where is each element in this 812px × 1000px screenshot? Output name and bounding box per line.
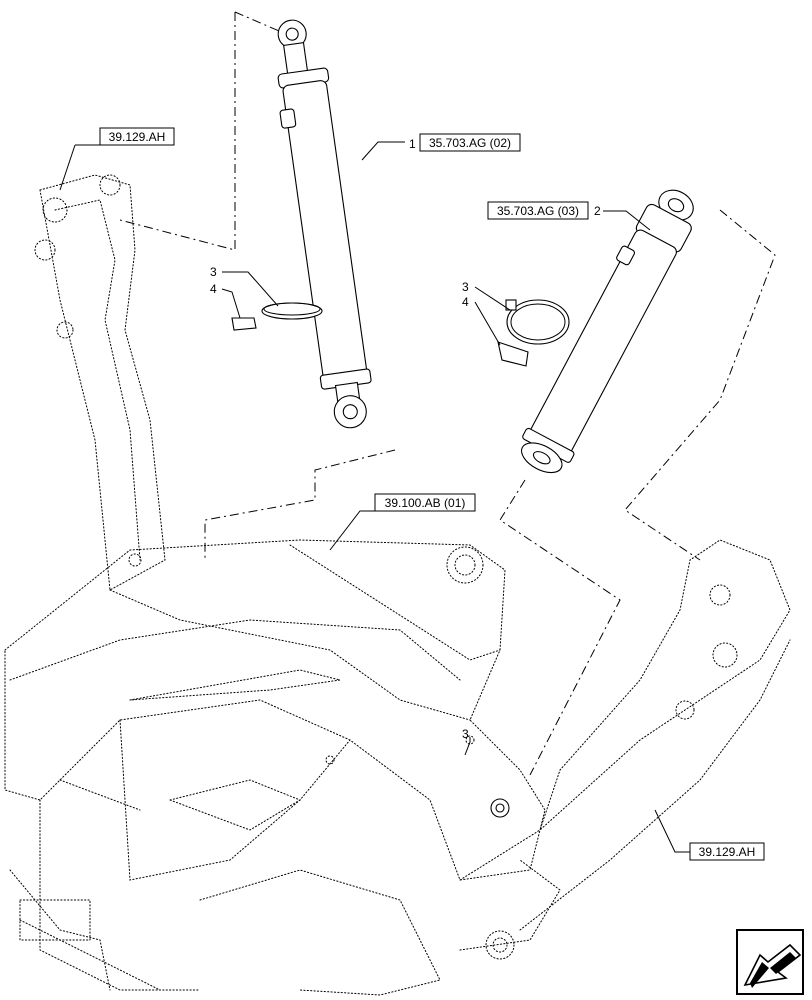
item-number-3-frame: 3 [462, 727, 469, 741]
svg-text:35.703.AG (02): 35.703.AG (02) [429, 136, 511, 150]
svg-text:39.129.AH: 39.129.AH [699, 845, 756, 859]
clip-left[interactable] [231, 317, 257, 331]
item-number-3-left: 3 [210, 265, 217, 279]
callout-39-129-ah-bottom[interactable]: 39.129.AH [689, 842, 765, 861]
clamp-ring-right[interactable] [505, 299, 570, 345]
svg-text:39.129.AH: 39.129.AH [109, 130, 166, 144]
item-number-2: 2 [594, 204, 601, 218]
alignment-lines [119, 11, 776, 776]
callout-39-129-ah-top[interactable]: 39.129.AH [99, 127, 175, 146]
item-number-1: 1 [409, 137, 416, 151]
item-number-4-left: 4 [210, 282, 217, 296]
boom-frame [4, 174, 791, 996]
hydraulic-cylinder-left[interactable] [267, 16, 377, 431]
callout-39-100-ab-01[interactable]: 39.100.AB (01) [374, 493, 476, 512]
hydraulic-cylinder-right[interactable] [511, 180, 706, 481]
svg-text:35.703.AG (03): 35.703.AG (03) [497, 204, 579, 218]
item-number-4-right: 4 [462, 295, 469, 309]
item-numbers: 1 2 3 4 3 4 3 [210, 137, 601, 741]
svg-text:39.100.AB (01): 39.100.AB (01) [385, 496, 466, 510]
arrow-icon[interactable] [736, 929, 804, 995]
clamp-ring-left[interactable] [261, 302, 323, 320]
leader-lines [59, 141, 690, 853]
callout-35-703-ag-03[interactable]: 35.703.AG (03) [487, 201, 589, 220]
item-number-3-right: 3 [462, 280, 469, 294]
callout-35-703-ag-02[interactable]: 35.703.AG (02) [419, 133, 521, 152]
clip-right[interactable] [497, 341, 529, 367]
